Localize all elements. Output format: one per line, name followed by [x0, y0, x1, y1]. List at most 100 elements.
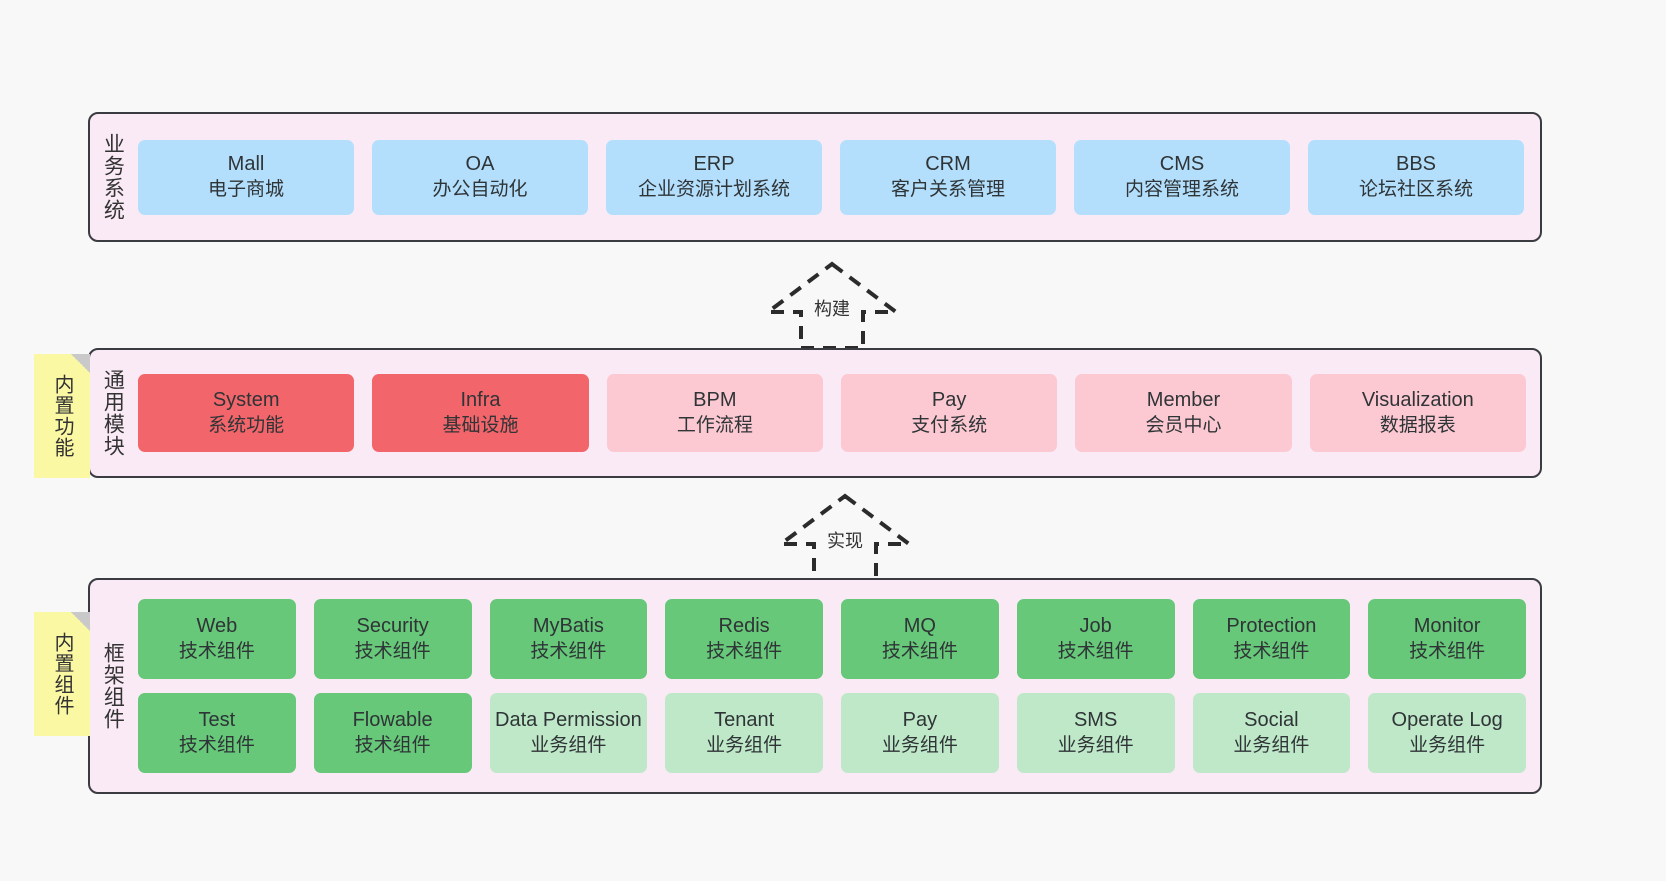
layer-body-business-systems: Mall 电子商城 OA 办公自动化 ERP 企业资源计划系统 CRM 客户关系… — [134, 114, 1540, 240]
card-subtitle: 客户关系管理 — [890, 178, 1005, 200]
card-pay[interactable]: Pay 支付系统 — [840, 374, 1058, 452]
card-subtitle: 技术组件 — [354, 734, 431, 756]
card-infra[interactable]: Infra 基础设施 — [372, 374, 589, 452]
card-protection[interactable]: Protection 技术组件 — [1192, 599, 1351, 679]
card-row: Mall 电子商城 OA 办公自动化 ERP 企业资源计划系统 CRM 客户关系… — [138, 139, 1524, 215]
card-bbs[interactable]: BBS 论坛社区系统 — [1308, 139, 1524, 215]
card-subtitle: 论坛社区系统 — [1358, 178, 1473, 200]
card-title: CMS — [1159, 153, 1205, 176]
card-member[interactable]: Member 会员中心 — [1075, 374, 1292, 452]
card-data-permission[interactable]: Data Permission 业务组件 — [489, 693, 648, 773]
card-subtitle: 电子商城 — [207, 178, 284, 200]
card-title: Tenant — [714, 709, 775, 732]
card-subtitle: 技术组件 — [178, 640, 255, 662]
card-security[interactable]: Security 技术组件 — [313, 599, 472, 679]
card-title: Visualization — [1361, 389, 1474, 412]
card-subtitle: 办公自动化 — [432, 178, 528, 200]
card-subtitle: 业务组件 — [1409, 734, 1486, 756]
card-title: Monitor — [1413, 615, 1481, 638]
card-subtitle: 技术组件 — [354, 640, 431, 662]
card-subtitle: 内容管理系统 — [1124, 178, 1239, 200]
card-operate-log[interactable]: Operate Log 业务组件 — [1368, 693, 1526, 773]
layer-body-framework-components: Web 技术组件 Security 技术组件 MyBatis 技术组件 Redi… — [134, 580, 1540, 792]
card-title: OA — [465, 153, 495, 176]
card-title: Web — [196, 615, 238, 638]
layer-title-framework-components: 框架组件 — [101, 642, 125, 730]
card-title: Mall — [227, 153, 265, 176]
card-subtitle: 业务组件 — [706, 734, 783, 756]
note-builtin-functions: 内置功能 — [34, 354, 90, 478]
card-subtitle: 技术组件 — [706, 640, 783, 662]
card-mq[interactable]: MQ 技术组件 — [841, 599, 999, 679]
build-arrow: 构建 — [757, 258, 907, 350]
card-title: Infra — [460, 389, 501, 412]
card-title: SMS — [1073, 709, 1118, 732]
card-subtitle: 数据报表 — [1379, 414, 1456, 436]
card-title: ERP — [693, 153, 735, 176]
card-title: Redis — [718, 615, 770, 638]
card-job[interactable]: Job 技术组件 — [1016, 599, 1175, 679]
card-title: Operate Log — [1391, 709, 1503, 732]
card-tenant[interactable]: Tenant 业务组件 — [665, 693, 823, 773]
card-title: Member — [1146, 389, 1221, 412]
card-redis[interactable]: Redis 技术组件 — [665, 599, 823, 679]
card-subtitle: 工作流程 — [676, 414, 753, 436]
card-title: BPM — [693, 389, 737, 412]
card-subtitle: 业务组件 — [1057, 734, 1134, 756]
card-test[interactable]: Test 技术组件 — [138, 693, 296, 773]
card-title: MQ — [903, 615, 936, 638]
card-subtitle: 业务组件 — [1233, 734, 1310, 756]
card-mall[interactable]: Mall 电子商城 — [138, 139, 354, 215]
card-subtitle: 技术组件 — [1057, 640, 1134, 662]
layer-body-common-modules: System 系统功能 Infra 基础设施 BPM 工作流程 Pay 支付系统… — [134, 350, 1540, 476]
layer-business-systems: 业务系统 Mall 电子商城 OA 办公自动化 ERP 企业资源计划系统 CRM… — [88, 112, 1542, 242]
card-oa[interactable]: OA 办公自动化 — [372, 139, 588, 215]
card-subtitle: 企业资源计划系统 — [637, 178, 790, 200]
layer-title-common-modules: 通用模块 — [101, 369, 125, 457]
card-row: Test 技术组件 Flowable 技术组件 Data Permission … — [138, 693, 1526, 773]
card-subtitle: 支付系统 — [911, 414, 988, 436]
card-row: System 系统功能 Infra 基础设施 BPM 工作流程 Pay 支付系统… — [138, 374, 1526, 452]
card-title: Job — [1079, 615, 1112, 638]
card-bpm[interactable]: BPM 工作流程 — [606, 374, 823, 452]
card-mybatis[interactable]: MyBatis 技术组件 — [489, 599, 648, 679]
card-title: Security — [356, 615, 429, 638]
card-pay-business[interactable]: Pay 业务组件 — [841, 693, 999, 773]
layer-framework-components: 框架组件 Web 技术组件 Security 技术组件 MyBatis 技术组件… — [88, 578, 1542, 794]
card-subtitle: 技术组件 — [1233, 640, 1310, 662]
card-cms[interactable]: CMS 内容管理系统 — [1074, 139, 1290, 215]
card-subtitle: 系统功能 — [208, 414, 285, 436]
card-sms[interactable]: SMS 业务组件 — [1016, 693, 1175, 773]
card-web[interactable]: Web 技术组件 — [138, 599, 296, 679]
card-subtitle: 技术组件 — [178, 734, 255, 756]
card-subtitle: 技术组件 — [1409, 640, 1486, 662]
card-subtitle: 技术组件 — [530, 640, 607, 662]
card-crm[interactable]: CRM 客户关系管理 — [840, 139, 1056, 215]
card-social[interactable]: Social 业务组件 — [1192, 693, 1351, 773]
card-system[interactable]: System 系统功能 — [138, 374, 355, 452]
card-title: Social — [1244, 709, 1299, 732]
card-subtitle: 基础设施 — [442, 414, 519, 436]
layer-common-modules: 通用模块 System 系统功能 Infra 基础设施 BPM 工作流程 Pay… — [88, 348, 1542, 478]
card-row: Web 技术组件 Security 技术组件 MyBatis 技术组件 Redi… — [138, 599, 1526, 679]
card-title: MyBatis — [532, 615, 604, 638]
layer-title-business-systems: 业务系统 — [101, 133, 125, 221]
card-title: Data Permission — [495, 709, 642, 732]
card-title: BBS — [1395, 153, 1437, 176]
card-flowable[interactable]: Flowable 技术组件 — [313, 693, 472, 773]
card-erp[interactable]: ERP 企业资源计划系统 — [606, 139, 822, 215]
card-subtitle: 会员中心 — [1145, 414, 1222, 436]
card-title: CRM — [925, 153, 971, 176]
card-title: Flowable — [352, 709, 433, 732]
card-visualization[interactable]: Visualization 数据报表 — [1309, 374, 1526, 452]
card-monitor[interactable]: Monitor 技术组件 — [1368, 599, 1526, 679]
card-title: Test — [198, 709, 236, 732]
card-subtitle: 技术组件 — [881, 640, 958, 662]
note-builtin-components: 内置组件 — [34, 612, 90, 736]
implement-arrow: 实现 — [770, 490, 920, 582]
card-title: System — [212, 389, 280, 412]
card-subtitle: 业务组件 — [881, 734, 958, 756]
card-title: Pay — [931, 389, 967, 412]
card-title: Pay — [902, 709, 938, 732]
